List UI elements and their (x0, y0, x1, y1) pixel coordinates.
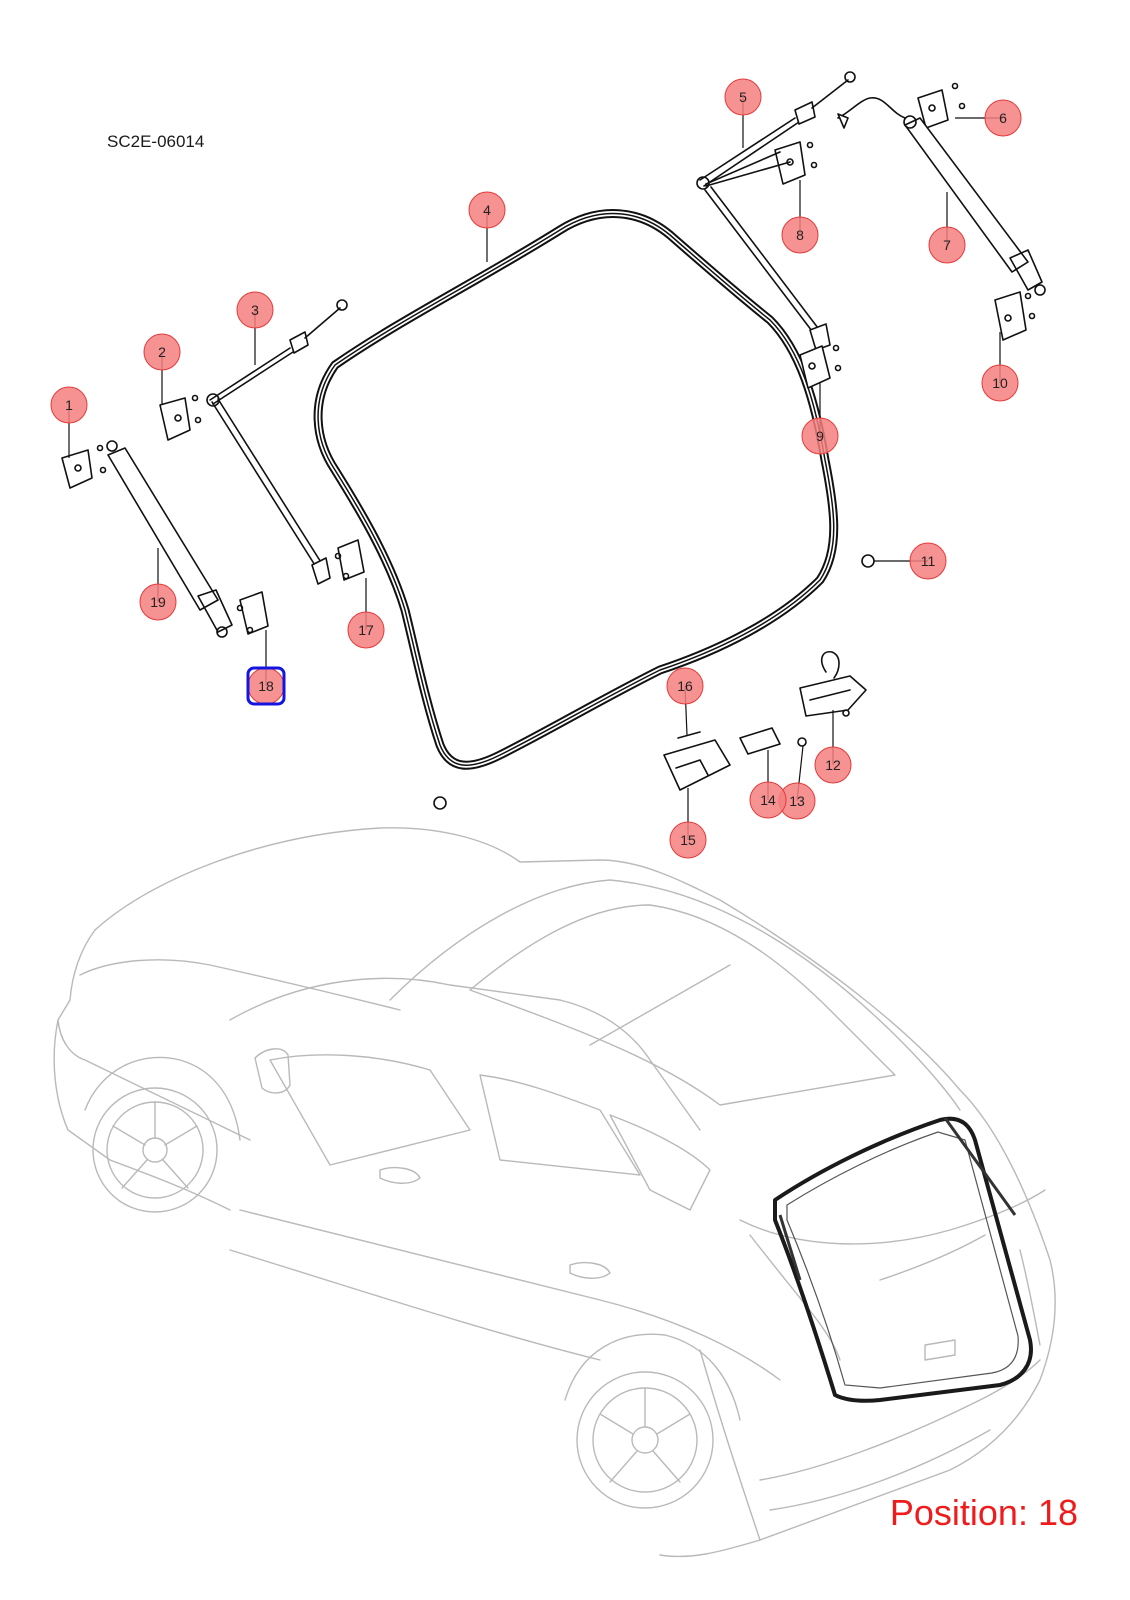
position-label: Position: 18 (889, 1492, 1078, 1533)
callout-circle[interactable] (666, 667, 704, 705)
callout-circle[interactable] (909, 542, 947, 580)
callout-19[interactable]: 19 (139, 583, 177, 621)
callout-number: 13 (789, 793, 805, 809)
callout-number: 17 (358, 622, 374, 638)
callout-16[interactable]: 16 (666, 667, 704, 705)
callout-5[interactable]: 5 (724, 78, 762, 116)
callout-circle[interactable] (814, 746, 852, 784)
callout-circle[interactable] (669, 821, 707, 859)
tailgate-lock-assembly (433, 554, 875, 810)
callout-number: 15 (680, 832, 696, 848)
callout-circle[interactable] (928, 226, 966, 264)
vehicle-outline (53, 827, 1056, 1558)
leader-lines (68, 97, 1003, 840)
callout-number: 7 (943, 237, 951, 253)
callout-15[interactable]: 15 (669, 821, 707, 859)
callout-number: 11 (921, 553, 936, 569)
callout-6[interactable]: 6 (984, 99, 1022, 137)
right-power-strut (837, 82, 1046, 341)
callout-11[interactable]: 11 (909, 542, 947, 580)
callout-circle[interactable] (981, 364, 1019, 402)
callout-number: 5 (739, 89, 747, 105)
callout-number: 4 (483, 202, 491, 218)
diagram-code: SC2E-06014 (107, 132, 205, 151)
callout-circle[interactable] (139, 583, 177, 621)
right-gas-strut (696, 71, 856, 389)
callout-circle[interactable] (749, 781, 787, 819)
callout-circle[interactable] (347, 611, 385, 649)
callout-number: 10 (992, 375, 1008, 391)
callout-8[interactable]: 8 (781, 216, 819, 254)
callout-number: 6 (999, 110, 1007, 126)
callout-10[interactable]: 10 (981, 364, 1019, 402)
callout-circle[interactable] (724, 78, 762, 116)
left-power-strut (61, 440, 269, 638)
callout-circle[interactable] (468, 191, 506, 229)
callout-7[interactable]: 7 (928, 226, 966, 264)
callout-number: 18 (258, 678, 274, 694)
callout-number: 14 (760, 792, 776, 808)
left-gas-strut (159, 299, 365, 585)
callout-number: 19 (150, 594, 166, 610)
callout-number: 8 (796, 227, 804, 243)
callout-9[interactable]: 9 (801, 417, 839, 455)
callout-number: 12 (825, 757, 841, 773)
callout-number: 1 (65, 397, 73, 413)
callout-number: 9 (816, 428, 824, 444)
callout-12[interactable]: 12 (814, 746, 852, 784)
callout-number: 3 (251, 302, 259, 318)
callout-14[interactable]: 14 (749, 781, 787, 819)
callout-number: 16 (677, 678, 693, 694)
callout-4[interactable]: 4 (468, 191, 506, 229)
tailgate-weatherstrip (313, 209, 839, 770)
callout-2[interactable]: 2 (143, 333, 181, 371)
callout-1[interactable]: 1 (50, 386, 88, 424)
callout-circle[interactable] (781, 216, 819, 254)
callout-3[interactable]: 3 (236, 291, 274, 329)
callout-circle[interactable] (801, 417, 839, 455)
callout-circle[interactable] (236, 291, 274, 329)
callout-circle[interactable] (984, 99, 1022, 137)
callout-18[interactable]: 18 (246, 666, 286, 706)
callout-number: 2 (158, 344, 166, 360)
callout-17[interactable]: 17 (347, 611, 385, 649)
callout-circle[interactable] (50, 386, 88, 424)
callout-circle[interactable] (143, 333, 181, 371)
selected-highlight (246, 666, 286, 706)
